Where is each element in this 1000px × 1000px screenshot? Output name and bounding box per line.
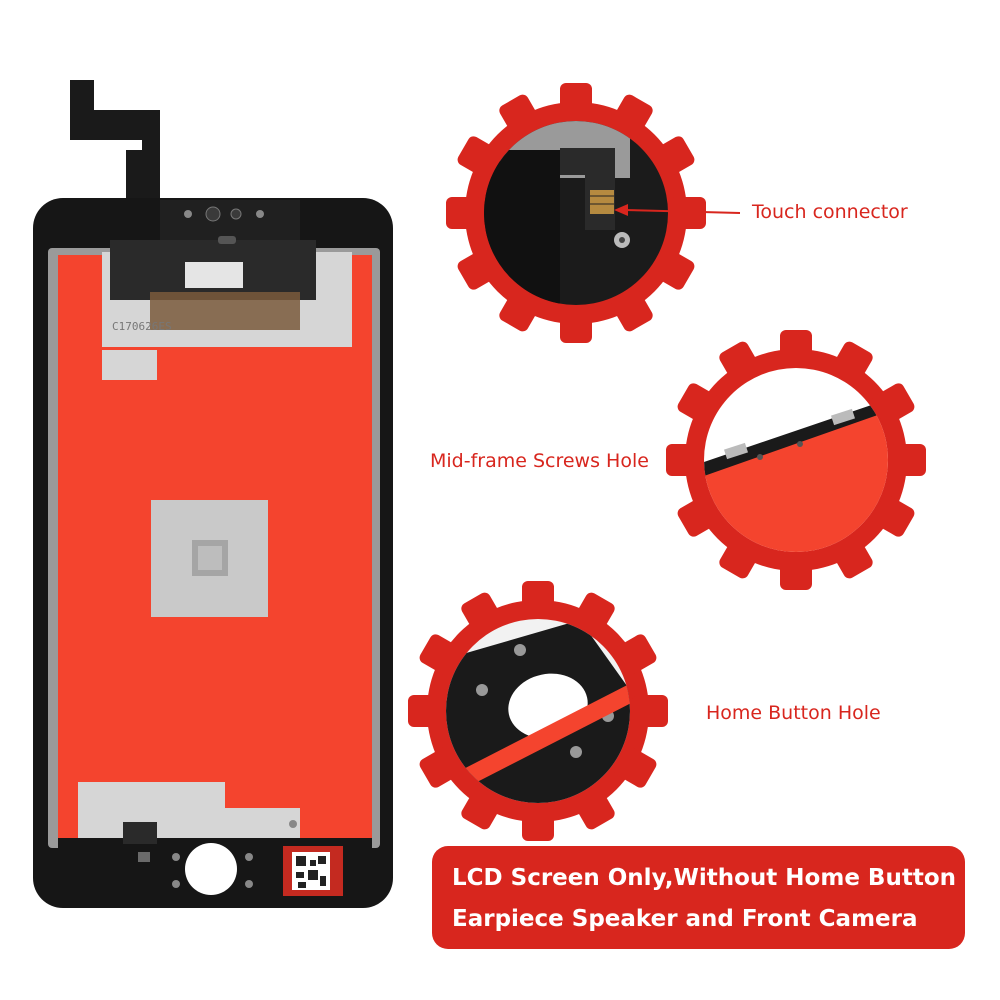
gear-tooth <box>560 83 592 119</box>
banner-line-2: Earpiece Speaker and Front Camera <box>452 906 918 932</box>
flex-label: C170626ES <box>112 320 172 333</box>
gear-tooth <box>446 197 482 229</box>
gear-tooth <box>499 94 541 138</box>
gear-tooth <box>670 197 706 229</box>
gear-tooth <box>719 535 761 579</box>
gear-tooth <box>651 248 695 290</box>
home-button-hole <box>185 843 237 895</box>
gear-tooth <box>457 248 501 290</box>
gear-callout-home <box>408 581 668 841</box>
gear-tooth <box>780 330 812 366</box>
gear-tooth <box>611 94 653 138</box>
info-banner: LCD Screen Only,Without Home Button Earp… <box>432 846 965 949</box>
gear-callout-touch <box>446 83 741 343</box>
gear-tooth <box>871 383 915 425</box>
gear-tooth <box>651 136 695 178</box>
gear-tooth <box>560 307 592 343</box>
touch-connector-pointer <box>623 209 741 214</box>
gear-tooth <box>408 695 444 727</box>
gear-callout-midframe <box>666 330 926 590</box>
gear-tooth <box>613 746 657 788</box>
gear-tooth <box>611 288 653 332</box>
gear-tooth <box>780 554 812 590</box>
gear-tooth <box>831 535 873 579</box>
gear-tooth <box>632 695 668 727</box>
banner-line-1: LCD Screen Only,Without Home Button <box>452 865 957 891</box>
gear-tooth <box>831 341 873 385</box>
gear-tooth <box>522 805 554 841</box>
midframe-screws-label: Mid-frame Screws Hole <box>430 450 649 472</box>
gear-tooth <box>613 634 657 676</box>
gear-tooth <box>719 341 761 385</box>
gear-tooth <box>573 592 615 636</box>
gear-tooth <box>677 495 721 537</box>
gear-tooth <box>573 786 615 830</box>
gear-tooth <box>419 634 463 676</box>
gear-tooth <box>457 136 501 178</box>
gear-tooth <box>522 581 554 617</box>
gear-tooth <box>419 746 463 788</box>
gear-tooth <box>871 495 915 537</box>
gear-tooth <box>677 383 721 425</box>
front-camera-hole <box>205 206 221 222</box>
flex-cable <box>70 80 160 205</box>
lcd-assembly: C170626ES <box>33 80 393 908</box>
touch-connector-label: Touch connector <box>752 201 908 223</box>
gear-tooth <box>499 288 541 332</box>
gear-tooth <box>461 592 503 636</box>
gear-tooth <box>890 444 926 476</box>
gear-tooth <box>461 786 503 830</box>
gear-tooth <box>666 444 702 476</box>
home-button-hole-label: Home Button Hole <box>706 702 881 724</box>
